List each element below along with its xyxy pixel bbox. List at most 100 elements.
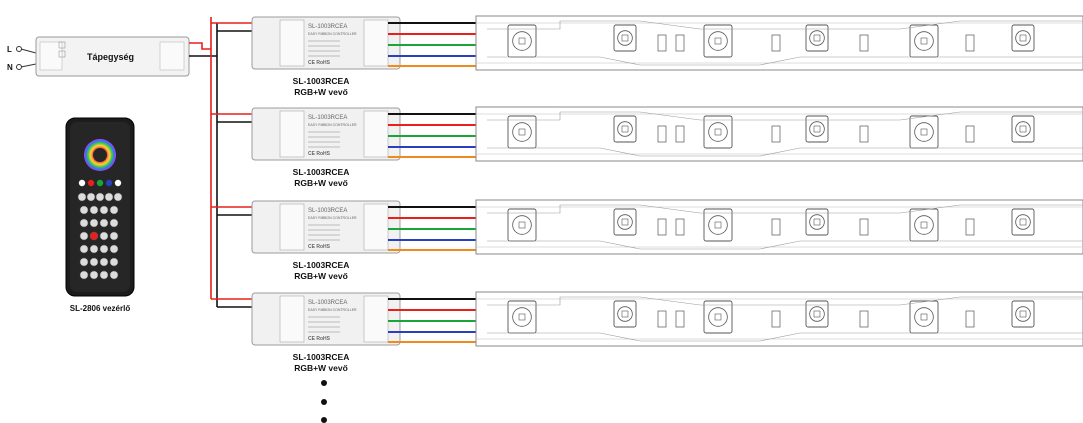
remote-button xyxy=(99,270,109,280)
receiver-device-name: SL-1003RCEA xyxy=(308,24,347,30)
remote-button xyxy=(79,231,89,241)
resistor xyxy=(675,310,685,328)
resistor xyxy=(965,310,975,328)
receiver-desc-label: RGB+W vevő xyxy=(294,178,348,188)
receiver-desc-label: RGB+W vevő xyxy=(294,363,348,373)
input-n-label: N xyxy=(7,63,13,72)
receiver-cert: CE RoHS xyxy=(308,336,331,342)
led-chip xyxy=(909,300,939,334)
resistor xyxy=(675,218,685,236)
remote-button xyxy=(109,231,119,241)
remote-button xyxy=(109,218,119,228)
remote-color-button xyxy=(78,179,86,187)
receiver-rows: SL-1003RCEA EASY RIBBON CONTROLLER CE RoHS… xyxy=(211,15,1083,373)
resistor xyxy=(859,218,869,236)
receiver-row: SL-1003RCEA EASY RIBBON CONTROLLER CE RoHS… xyxy=(211,291,1083,373)
continuation-dots xyxy=(321,380,327,423)
led-chip xyxy=(805,24,829,52)
resistor xyxy=(657,310,667,328)
receiver-device-subtitle: EASY RIBBON CONTROLLER xyxy=(308,216,357,220)
mains-input: L N xyxy=(7,45,37,72)
remote-color-button xyxy=(114,179,122,187)
remote-button xyxy=(79,205,89,215)
resistor xyxy=(965,218,975,236)
receiver-cert: CE RoHS xyxy=(308,151,331,157)
remote-button xyxy=(95,192,105,202)
input-l-label: L xyxy=(7,45,12,54)
remote-button xyxy=(104,192,114,202)
remote-color-button xyxy=(87,179,95,187)
remote-button xyxy=(99,218,109,228)
remote-button xyxy=(113,192,123,202)
led-chip xyxy=(909,24,939,58)
led-strip xyxy=(475,106,1083,162)
receiver-device-subtitle: EASY RIBBON CONTROLLER xyxy=(308,123,357,127)
receiver-device: SL-1003RCEA EASY RIBBON CONTROLLER CE RoHS xyxy=(251,292,401,346)
led-strip xyxy=(475,15,1083,71)
led-chip xyxy=(613,208,637,236)
receiver-row: SL-1003RCEA EASY RIBBON CONTROLLER CE RoHS… xyxy=(211,106,1083,188)
led-chip xyxy=(613,24,637,52)
led-chip xyxy=(507,208,537,242)
remote-color-button xyxy=(96,179,104,187)
power-supply-label: Tápegység xyxy=(87,52,134,62)
led-strip xyxy=(475,291,1083,347)
led-chip xyxy=(507,115,537,149)
resistor xyxy=(771,218,781,236)
remote-label: SL-2806 vezérlő xyxy=(70,304,131,313)
remote-button xyxy=(99,205,109,215)
remote-button xyxy=(89,231,99,241)
led-chip xyxy=(703,208,733,242)
remote-button xyxy=(99,231,109,241)
remote-button-grid xyxy=(77,179,123,280)
remote-button xyxy=(89,244,99,254)
resistor xyxy=(657,125,667,143)
led-chip xyxy=(613,300,637,328)
remote-button xyxy=(89,218,99,228)
led-chip xyxy=(703,300,733,334)
led-chip xyxy=(507,300,537,334)
remote-button xyxy=(99,244,109,254)
led-chip xyxy=(805,300,829,328)
remote-color-button xyxy=(105,179,113,187)
receiver-row: SL-1003RCEA EASY RIBBON CONTROLLER CE RoHS… xyxy=(211,199,1083,281)
receiver-model-label: SL-1003RCEA xyxy=(293,76,350,86)
resistor xyxy=(771,310,781,328)
resistor xyxy=(859,34,869,52)
remote-button xyxy=(79,218,89,228)
led-chip xyxy=(909,115,939,149)
remote-button xyxy=(86,192,96,202)
resistor xyxy=(859,310,869,328)
led-chip xyxy=(703,24,733,58)
led-strip xyxy=(475,199,1083,255)
receiver-device-subtitle: EASY RIBBON CONTROLLER xyxy=(308,308,357,312)
receiver-desc-label: RGB+W vevő xyxy=(294,87,348,97)
led-chip xyxy=(613,115,637,143)
remote-button xyxy=(89,270,99,280)
receiver-model-label: SL-1003RCEA xyxy=(293,352,350,362)
receiver-model-label: SL-1003RCEA xyxy=(293,260,350,270)
receiver-device-name: SL-1003RCEA xyxy=(308,300,347,306)
receiver-device-subtitle: EASY RIBBON CONTROLLER xyxy=(308,32,357,36)
led-chip xyxy=(805,208,829,236)
receiver-device: SL-1003RCEA EASY RIBBON CONTROLLER CE RoHS xyxy=(251,107,401,161)
led-chip xyxy=(703,115,733,149)
resistor xyxy=(675,34,685,52)
remote-button xyxy=(79,257,89,267)
receiver-device-name: SL-1003RCEA xyxy=(308,115,347,121)
remote-button xyxy=(109,205,119,215)
power-supply: Tápegység xyxy=(35,36,190,77)
resistor xyxy=(675,125,685,143)
led-chip xyxy=(1011,300,1035,328)
receiver-cert: CE RoHS xyxy=(308,244,331,250)
remote-button xyxy=(77,192,87,202)
receiver-model-label: SL-1003RCEA xyxy=(293,167,350,177)
resistor xyxy=(657,34,667,52)
resistor xyxy=(965,125,975,143)
led-chip xyxy=(507,24,537,58)
remote-button xyxy=(109,244,119,254)
